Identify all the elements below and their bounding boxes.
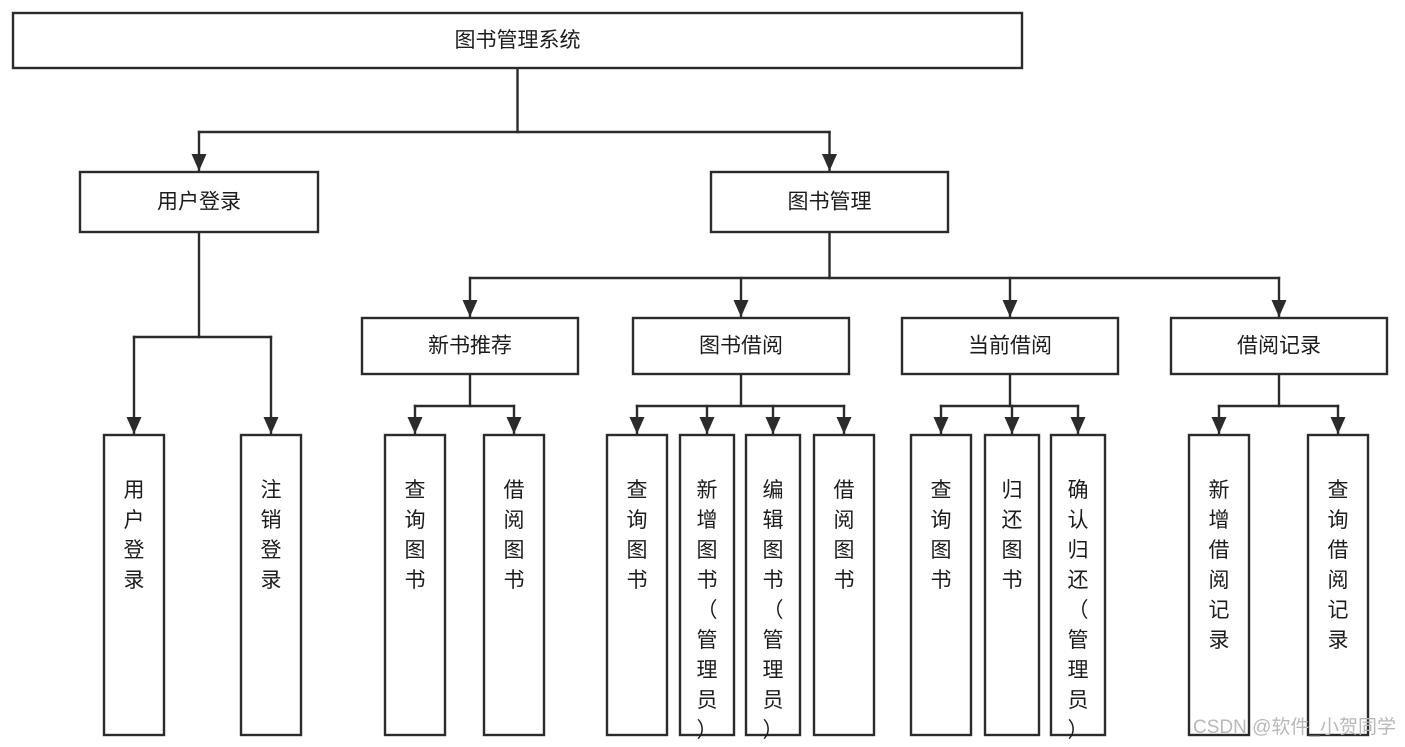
node-level2-user-login[interactable]: 用户登录 [78, 170, 320, 234]
node-leaf-leaf-borrow-book-rec[interactable]: 借阅图书 [482, 433, 546, 737]
node-box[interactable] [102, 433, 166, 737]
arrow-head-icon [1002, 300, 1018, 317]
arrow-head-icon [629, 417, 645, 434]
node-label: 新书推荐 [428, 335, 512, 358]
node-label: 借阅记录 [1237, 335, 1321, 358]
watermark: CSDN @软件_小贺同学 [1193, 716, 1396, 738]
node-leaf-leaf-query-book-cb[interactable]: 查询图书 [909, 433, 973, 737]
node-box[interactable] [678, 433, 736, 737]
node-label: 查询图书 [627, 479, 648, 592]
arrow-head-icon [1070, 417, 1086, 434]
node-leaf-leaf-confirm-return[interactable]: 确认归还（管理员） [1049, 433, 1107, 742]
node-box[interactable] [78, 170, 320, 234]
node-box[interactable] [239, 433, 303, 737]
arrow-head-icon [1211, 417, 1227, 434]
node-level2-book-manage[interactable]: 图书管理 [709, 170, 950, 234]
node-leaf-leaf-query-book-bb[interactable]: 查询图书 [605, 433, 669, 737]
arrow-head-icon [933, 417, 949, 434]
node-box[interactable] [709, 170, 950, 234]
node-leaf-leaf-return-book[interactable]: 归还图书 [983, 433, 1041, 737]
node-box[interactable] [383, 433, 447, 737]
node-label: 图书借阅 [699, 335, 783, 358]
node-label: 新增借阅记录 [1209, 479, 1230, 652]
node-box[interactable] [631, 316, 851, 376]
arrow-head-icon [733, 300, 749, 317]
node-box[interactable] [1187, 433, 1251, 737]
node-box[interactable] [482, 433, 546, 737]
node-label: 借阅图书 [504, 479, 525, 592]
node-label: 图书管理系统 [455, 29, 581, 52]
arrow-head-icon [462, 300, 478, 317]
arrow-head-icon [836, 417, 852, 434]
node-label: 查询图书 [931, 479, 952, 592]
node-box[interactable] [900, 316, 1120, 376]
node-label: 确认归还（管理员） [1068, 479, 1089, 742]
node-box[interactable] [11, 11, 1024, 70]
node-level3-new-book-rec[interactable]: 新书推荐 [360, 316, 580, 376]
arrow-head-icon [1004, 417, 1020, 434]
node-level3-book-borrow[interactable]: 图书借阅 [631, 316, 851, 376]
node-label: 归还图书 [1002, 479, 1023, 592]
node-box[interactable] [360, 316, 580, 376]
connector-layer [126, 66, 1346, 436]
node-level3-current-borrow[interactable]: 当前借阅 [900, 316, 1120, 376]
node-label: 用户登录 [124, 479, 145, 592]
node-leaf-leaf-add-record[interactable]: 新增借阅记录 [1187, 433, 1251, 737]
arrow-head-icon [126, 417, 142, 434]
node-box[interactable] [812, 433, 876, 737]
node-box[interactable] [1169, 316, 1389, 376]
arrow-head-icon [822, 154, 837, 171]
arrow-head-icon [1330, 417, 1346, 434]
arrow-head-icon [699, 417, 715, 434]
arrow-head-icon [263, 417, 279, 434]
node-leaf-leaf-borrow-book-bb[interactable]: 借阅图书 [812, 433, 876, 737]
node-box[interactable] [605, 433, 669, 737]
node-box[interactable] [744, 433, 802, 737]
node-leaf-leaf-query-book-rec[interactable]: 查询图书 [383, 433, 447, 737]
node-box[interactable] [1049, 433, 1107, 737]
arrow-head-icon [407, 417, 423, 434]
node-box[interactable] [983, 433, 1041, 737]
node-layer: 图书管理系统用户登录图书管理新书推荐图书借阅当前借阅借阅记录用户登录注销登录查询… [11, 11, 1389, 742]
node-label: 用户登录 [157, 191, 241, 214]
node-box[interactable] [909, 433, 973, 737]
node-label: 当前借阅 [968, 335, 1052, 358]
arrow-head-icon [506, 417, 522, 434]
node-label: 图书管理 [788, 191, 872, 214]
arrow-head-icon [1271, 300, 1287, 317]
node-leaf-leaf-query-record[interactable]: 查询借阅记录 [1306, 433, 1370, 737]
node-root[interactable]: 图书管理系统 [11, 11, 1024, 70]
arrow-head-icon [765, 417, 781, 434]
node-leaf-leaf-add-book[interactable]: 新增图书（管理员） [678, 433, 736, 742]
node-leaf-leaf-user-logout[interactable]: 注销登录 [239, 433, 303, 737]
node-leaf-leaf-user-login[interactable]: 用户登录 [102, 433, 166, 737]
node-label: 新增图书（管理员） [697, 479, 718, 742]
node-leaf-leaf-edit-book[interactable]: 编辑图书（管理员） [744, 433, 802, 742]
node-level3-borrow-record[interactable]: 借阅记录 [1169, 316, 1389, 376]
node-label: 查询图书 [405, 479, 426, 592]
node-label: 注销登录 [261, 479, 282, 592]
node-label: 借阅图书 [834, 479, 855, 592]
node-box[interactable] [1306, 433, 1370, 737]
node-label: 编辑图书（管理员） [763, 479, 784, 742]
arrow-head-icon [191, 154, 207, 171]
node-label: 查询借阅记录 [1328, 479, 1349, 652]
